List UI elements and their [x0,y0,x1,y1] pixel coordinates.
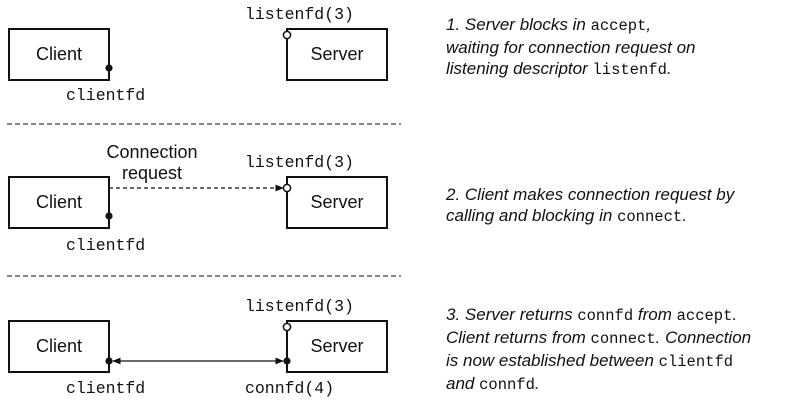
step-2-caption: 2. Client makes connection request by cal… [446,184,734,228]
caption-text: Client returns from [446,328,591,347]
client-label: Client [36,336,82,356]
caption-text: 1. Server blocks in [446,15,591,34]
server-label: Server [310,336,363,356]
clientfd-label: clientfd [66,86,145,105]
server-label: Server [310,44,363,64]
client-label: Client [36,44,82,64]
connected-descriptor-port [283,357,291,365]
request-label-line2: request [122,163,182,183]
listening-descriptor-port [282,322,292,332]
step-2: Client Server listenfd(3) Connection req… [8,142,388,255]
step-3: Client Server listenfd(3) clientfd connf… [8,297,388,398]
connfd-label: connfd(4) [245,379,334,398]
caption-code: accept [676,307,733,325]
clientfd-label: clientfd [66,379,145,398]
caption-code: connfd [479,376,535,394]
caption-text: , [646,15,652,34]
server-label: Server [310,192,363,212]
client-descriptor-port [105,357,113,365]
listening-descriptor-port [282,30,292,40]
server-box [286,176,388,229]
caption-text: . [682,206,687,225]
caption-text: calling and blocking in [446,206,618,225]
listenfd-label: listenfd(3) [245,297,354,316]
server-box [286,320,388,373]
clientfd-label: clientfd [66,236,145,255]
caption-text: 3. Server returns [446,305,578,324]
step-3-caption: 3. Server returns connfd from accept. Cli… [446,304,751,396]
listenfd-label: listenfd(3) [245,153,354,172]
client-box [8,320,110,373]
caption-text: from [633,305,677,324]
caption-code: listenfd [592,61,667,79]
caption-text: waiting for connection request on [446,38,696,57]
request-label-line1: Connection [106,142,197,162]
caption-text: . Connection [655,328,752,347]
caption-text: and [446,374,480,393]
client-label: Client [36,192,82,212]
client-box [8,176,110,229]
caption-text: . [666,59,672,78]
caption-text: . [732,305,738,324]
step-1: Client Server listenfd(3) clientfd [8,5,388,105]
caption-text: listening descriptor [446,59,593,78]
caption-text: is now established between [446,351,659,370]
client-descriptor-port [105,64,113,72]
listening-descriptor-port [282,183,292,193]
client-box [8,28,110,81]
step-1-caption: 1. Server blocks in accept, waiting for c… [446,14,696,81]
caption-code: connect [617,208,683,226]
caption-code: accept [590,17,647,35]
caption-code: connfd [577,307,634,325]
listenfd-label: listenfd(3) [245,5,354,24]
server-box [286,28,388,81]
caption-code: connect [590,330,656,348]
caption-text: . [534,374,540,393]
caption-text: 2. Client makes connection request by [446,185,735,204]
client-descriptor-port [105,212,113,220]
caption-code: clientfd [658,353,734,371]
